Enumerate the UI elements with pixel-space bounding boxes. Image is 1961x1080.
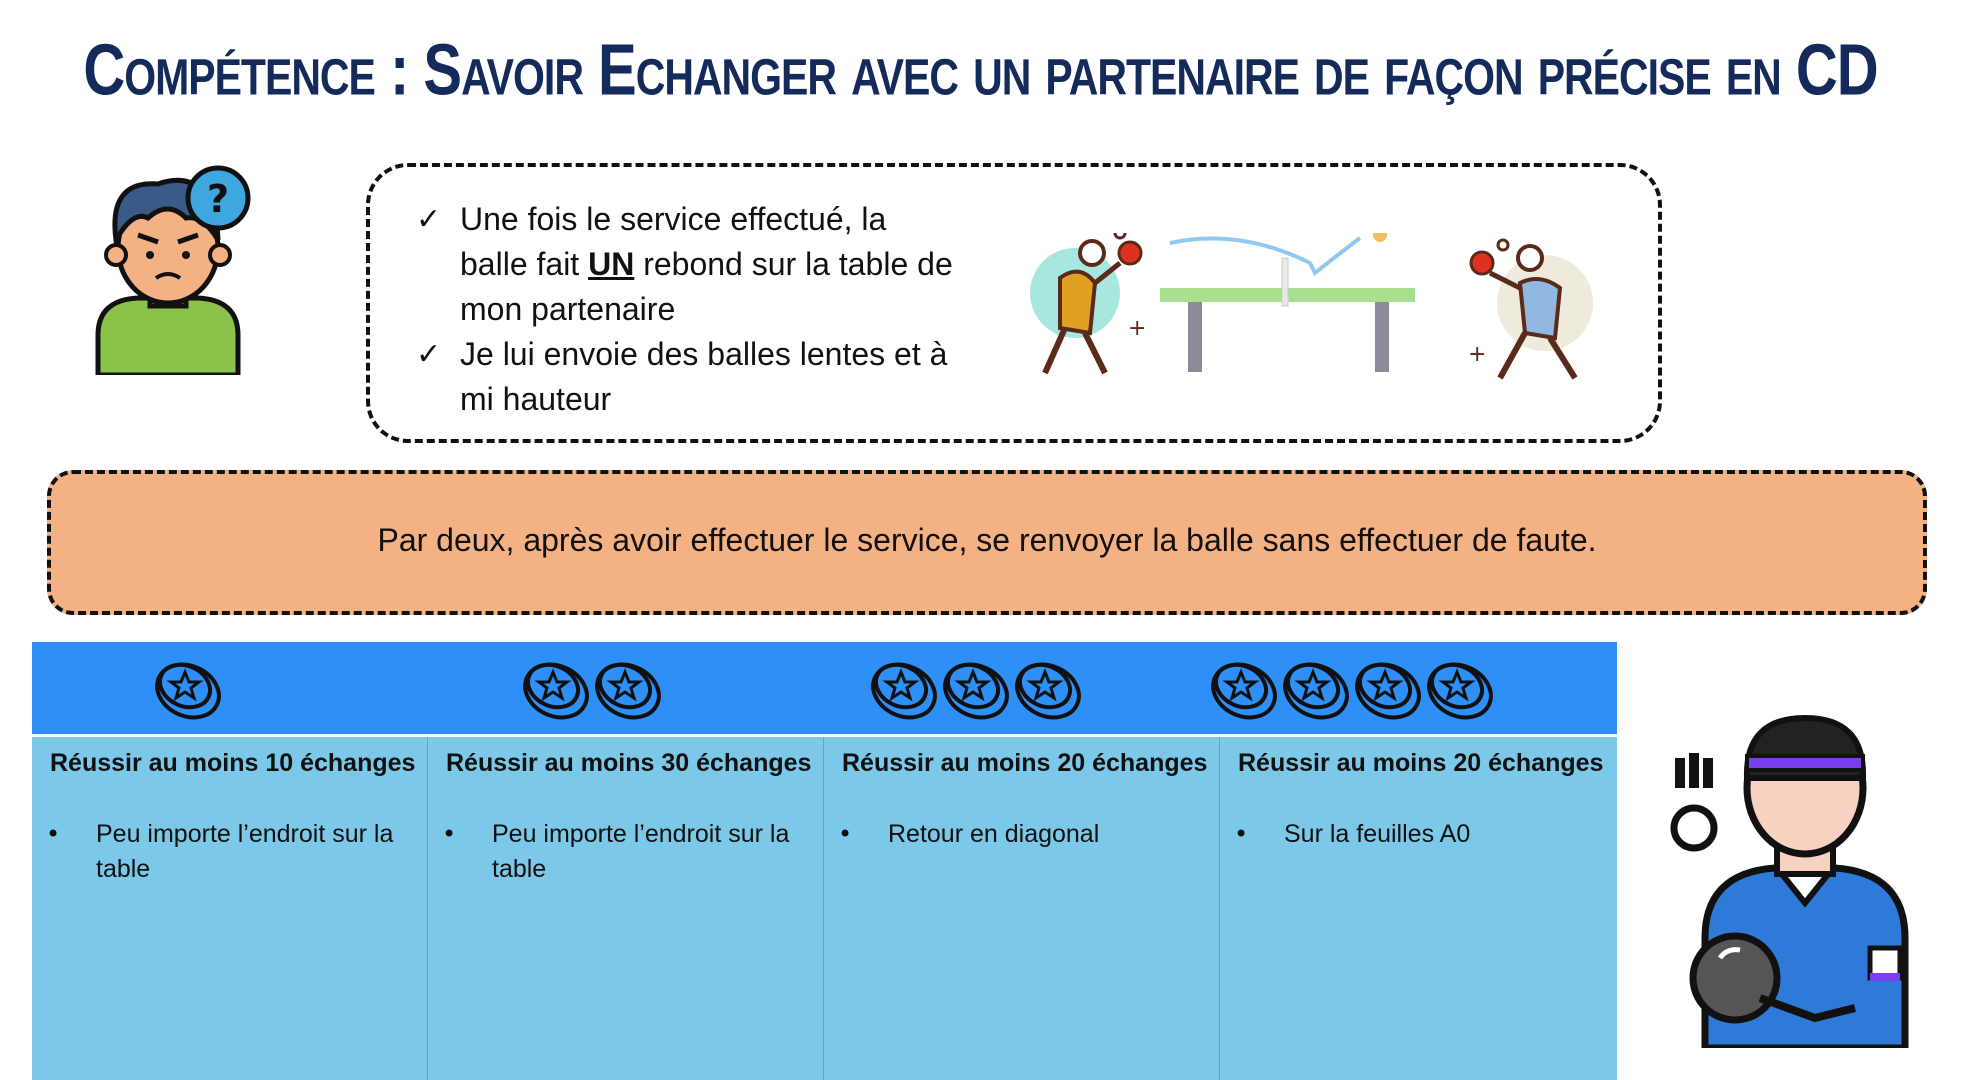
levels-body: Réussir au moins 10 échanges • Peu impor… bbox=[32, 737, 1617, 1080]
checkmark-icon: ✓ bbox=[416, 337, 442, 372]
coin-icon bbox=[1424, 658, 1496, 720]
coin-icon bbox=[868, 658, 940, 720]
level-bullet: Peu importe l’endroit sur la table bbox=[492, 820, 790, 883]
task-box: Par deux, après avoir effectuer le servi… bbox=[47, 470, 1927, 615]
coin-icon bbox=[940, 658, 1012, 720]
level-column: Réussir au moins 20 échanges • Sur la fe… bbox=[1220, 737, 1616, 1080]
rule-text: Je lui envoie des balles lentes et à mi … bbox=[460, 336, 948, 417]
coin-group bbox=[1208, 658, 1496, 720]
svg-text:?: ? bbox=[207, 177, 229, 221]
rule-text: rebond sur la table de mon partenaire bbox=[460, 246, 953, 327]
rule-item: ✓ Une fois le service effectué, la balle… bbox=[398, 197, 958, 332]
levels-table: Réussir au moins 10 échanges • Peu impor… bbox=[32, 642, 1617, 1080]
coin-group bbox=[152, 658, 224, 720]
level-title: Réussir au moins 10 échanges bbox=[50, 749, 416, 777]
coin-icon bbox=[1280, 658, 1352, 720]
coin-group bbox=[520, 658, 664, 720]
level-column: Réussir au moins 10 échanges • Peu impor… bbox=[32, 737, 428, 1080]
bullet: • bbox=[838, 820, 853, 848]
coin-icon bbox=[592, 658, 664, 720]
svg-text:+: + bbox=[1128, 316, 1146, 341]
checkmark-icon: ✓ bbox=[416, 202, 442, 237]
page-title: Compétence : Savoir Echanger avec un par… bbox=[83, 29, 1878, 111]
rules-box: ✓ Une fois le service effectué, la balle… bbox=[366, 163, 1662, 443]
ping-pong-players-icon: + + bbox=[1020, 226, 1610, 403]
task-text: Par deux, après avoir effectuer le servi… bbox=[377, 522, 1597, 558]
level-column: Réussir au moins 30 échanges • Peu impor… bbox=[428, 737, 824, 1080]
svg-text:+: + bbox=[1468, 342, 1486, 367]
coin-icon bbox=[152, 658, 224, 720]
rule-item: ✓ Je lui envoie des balles lentes et à m… bbox=[398, 332, 958, 422]
coin-icon bbox=[1352, 658, 1424, 720]
level-title: Réussir au moins 20 échanges bbox=[1238, 749, 1604, 777]
confused-boy-icon: ? bbox=[78, 160, 258, 378]
level-column: Réussir au moins 20 échanges • Retour en… bbox=[824, 737, 1220, 1080]
level-title: Réussir au moins 30 échanges bbox=[446, 749, 812, 777]
coin-icon bbox=[1208, 658, 1280, 720]
level-title: Réussir au moins 20 échanges bbox=[842, 749, 1208, 777]
bullet: • bbox=[46, 820, 61, 848]
rule-text: Une fois le service effectué, la balle f… bbox=[460, 201, 887, 282]
coin-group bbox=[868, 658, 1084, 720]
levels-header bbox=[32, 642, 1617, 734]
coin-icon bbox=[520, 658, 592, 720]
rule-emphasis: UN bbox=[588, 246, 635, 282]
level-bullet: Retour en diagonal bbox=[888, 820, 1100, 848]
table-tennis-player-icon bbox=[1665, 708, 1935, 1052]
level-bullet: Sur la feuilles A0 bbox=[1284, 820, 1471, 848]
coin-icon bbox=[1012, 658, 1084, 720]
level-bullet: Peu importe l’endroit sur la table bbox=[96, 820, 394, 883]
bullet: • bbox=[1234, 820, 1249, 848]
bullet: • bbox=[442, 820, 457, 848]
rules-list: ✓ Une fois le service effectué, la balle… bbox=[398, 197, 958, 422]
